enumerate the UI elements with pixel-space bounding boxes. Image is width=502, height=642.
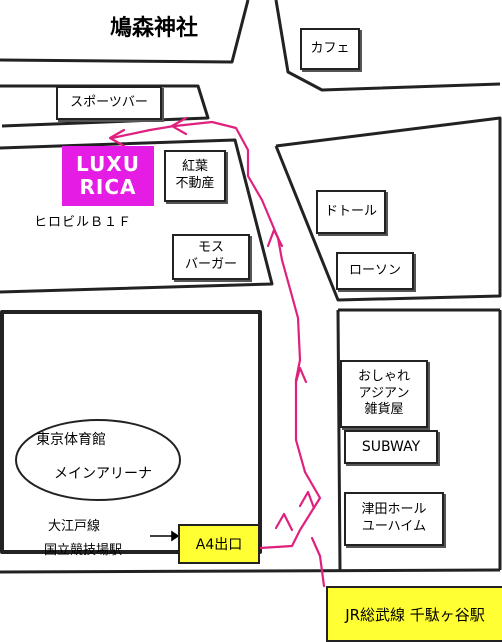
gym-label-2: メインアリーナ — [54, 466, 152, 482]
luxurica-box[interactable]: LUXU RICA — [62, 146, 154, 206]
lawson-label: ローソン — [348, 262, 401, 278]
mos-box: モス バーガー — [172, 234, 250, 280]
route-arrow-head-left — [108, 128, 126, 148]
oedo-label-1: 大江戸線 — [48, 519, 101, 534]
luxurica-line1: LUXU — [76, 152, 140, 176]
asian-line3: 雑貨屋 — [364, 402, 404, 418]
route-arrow-4 — [266, 228, 284, 248]
jr-station-label: JR総武線 千駄ヶ谷駅 — [345, 605, 485, 624]
tsuda-line2: ユーハイム — [361, 519, 427, 534]
oedo-label-2: 国立競技場駅 — [44, 543, 123, 558]
cafe-label: カフェ — [310, 40, 350, 56]
gym-ellipse — [15, 419, 181, 501]
route-arrow-2 — [298, 490, 316, 510]
mos-line2: バーガー — [184, 257, 237, 272]
route-line-left — [110, 124, 176, 140]
shrine-block — [0, 0, 250, 64]
kouyou-line1: 紅葉 — [181, 159, 208, 175]
mos-line1: モス — [197, 240, 224, 256]
lawson-box: ローソン — [336, 252, 414, 290]
doutor-box: ドトール — [316, 190, 386, 234]
walking-route — [108, 116, 326, 588]
cafe-block — [274, 0, 501, 92]
route-arrow-head-top — [170, 116, 188, 136]
shrine-label: 鳩森神社 — [110, 16, 199, 41]
subway-box: SUBWAY — [344, 430, 438, 464]
route-arrow-1 — [294, 366, 308, 384]
bottom-road-edge — [0, 568, 501, 574]
bottom-right-block — [336, 308, 502, 571]
kouyou-line2: 不動産 — [175, 176, 215, 191]
tsuda-line1: 津田ホール — [361, 502, 427, 518]
hirobiru-label: ヒロビルＢ１Ｆ — [34, 215, 133, 230]
arrow-right-icon — [150, 530, 180, 542]
a4-exit-box[interactable]: A4出口 — [178, 524, 260, 564]
luxurica-line2: RICA — [79, 175, 137, 199]
tsuda-box: 津田ホール ユーハイム — [344, 492, 444, 546]
route-arrow-3 — [274, 512, 294, 532]
a4-exit-label: A4出口 — [195, 537, 243, 553]
gym-label-1: 東京体育館 — [36, 432, 106, 448]
asian-line1: おしゃれ — [357, 368, 410, 384]
kouyou-box: 紅葉 不動産 — [164, 150, 226, 202]
route-line-main — [173, 120, 322, 550]
asian-box: おしゃれ アジアン 雑貨屋 — [340, 360, 428, 428]
middle-left-block — [0, 138, 274, 294]
right-block — [274, 116, 502, 302]
route-line-station — [310, 536, 326, 588]
gym-block — [0, 310, 262, 554]
doutor-label: ドトール — [324, 203, 377, 219]
subway-label: SUBWAY — [361, 438, 421, 455]
cafe-box: カフェ — [300, 28, 360, 70]
sports-bar-label: スポーツバー — [70, 94, 148, 110]
asian-line2: アジアン — [358, 385, 410, 401]
jr-station-box[interactable]: JR総武線 千駄ヶ谷駅 — [326, 586, 502, 642]
sports-bar-box: スポーツバー — [56, 86, 162, 120]
